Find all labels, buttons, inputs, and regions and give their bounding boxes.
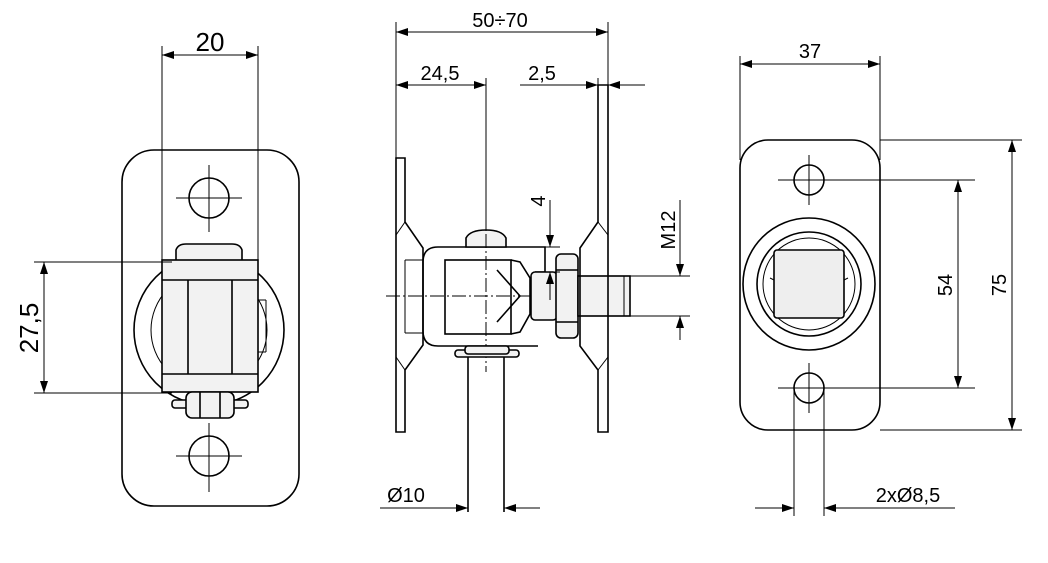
side-view: 50÷70 24,5 2,5 4 M12 [380,10,690,512]
plate-rosette-outer [742,217,876,351]
front-height-label: 27,5 [14,303,44,354]
plate-height-dimension: 75 [880,139,1022,431]
plate-square-nut [773,249,845,319]
side-thread-label: M12 [658,211,680,250]
side-thread-dimension: M12 [630,200,690,340]
front-width-dimension: 20 [161,27,259,262]
front-view: 20 27,5 [14,27,300,507]
side-nut [555,253,579,339]
side-plate-dimension: 2,5 [520,63,645,89]
front-nut [185,391,235,419]
front-height-dimension: 27,5 [14,261,172,394]
side-plate-label: 2,5 [528,63,556,85]
side-adjust-label: 50÷70 [472,10,527,32]
side-knuckle [422,246,512,347]
side-pin-label: Ø10 [387,485,425,507]
side-pin-dimension: Ø10 [380,485,540,512]
plate-rosette-mid [756,231,862,337]
plate-hole-dimension: 2xØ8,5 [755,388,955,516]
side-gap-label: 4 [528,195,550,206]
side-left-bracket [395,157,424,433]
side-gap-dimension: 4 [528,195,560,300]
plate-spacing-label: 54 [935,274,957,296]
plate-outline [739,139,881,431]
plate-spacing-dimension: 54 [935,180,962,388]
side-threaded-rod [577,275,631,317]
front-width-label: 20 [196,27,225,57]
side-offset-label: 24,5 [421,63,460,85]
side-right-bracket [579,84,609,433]
plate-view: 37 54 75 2xØ8,5 [739,41,1022,516]
plate-width-label: 37 [799,41,821,63]
side-socket [510,259,531,335]
side-rod-collar [530,271,558,321]
front-mounting-plate [121,149,300,507]
side-offset-dimension: 24,5 [396,63,487,230]
plate-hole-label: 2xØ8,5 [876,485,940,507]
side-adjust-dimension: 50÷70 [395,10,609,158]
plate-rosette-inner [762,237,856,331]
plate-width-dimension: 37 [739,41,881,160]
plate-height-label: 75 [989,274,1011,296]
side-knuckle-inner [444,259,512,335]
